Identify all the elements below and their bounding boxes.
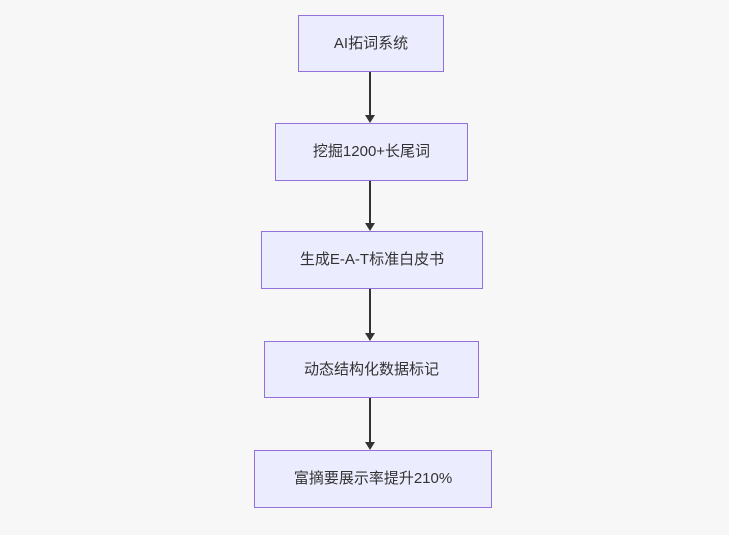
- flow-node-rich-snippet-rate-increase: 富摘要展示率提升210%: [254, 450, 492, 508]
- flow-node-ai-word-expansion-system: AI拓词系统: [298, 15, 444, 72]
- flow-node-mine-longtail-keywords: 挖掘1200+长尾词: [275, 123, 468, 181]
- flow-node-generate-eat-whitepaper: 生成E-A-T标准白皮书: [261, 231, 483, 289]
- arrow-down-2: [365, 181, 375, 231]
- arrow-down-1: [365, 72, 375, 123]
- arrow-down-4: [365, 398, 375, 450]
- arrow-down-3: [365, 289, 375, 341]
- flow-node-dynamic-structured-data-markup: 动态结构化数据标记: [264, 341, 479, 398]
